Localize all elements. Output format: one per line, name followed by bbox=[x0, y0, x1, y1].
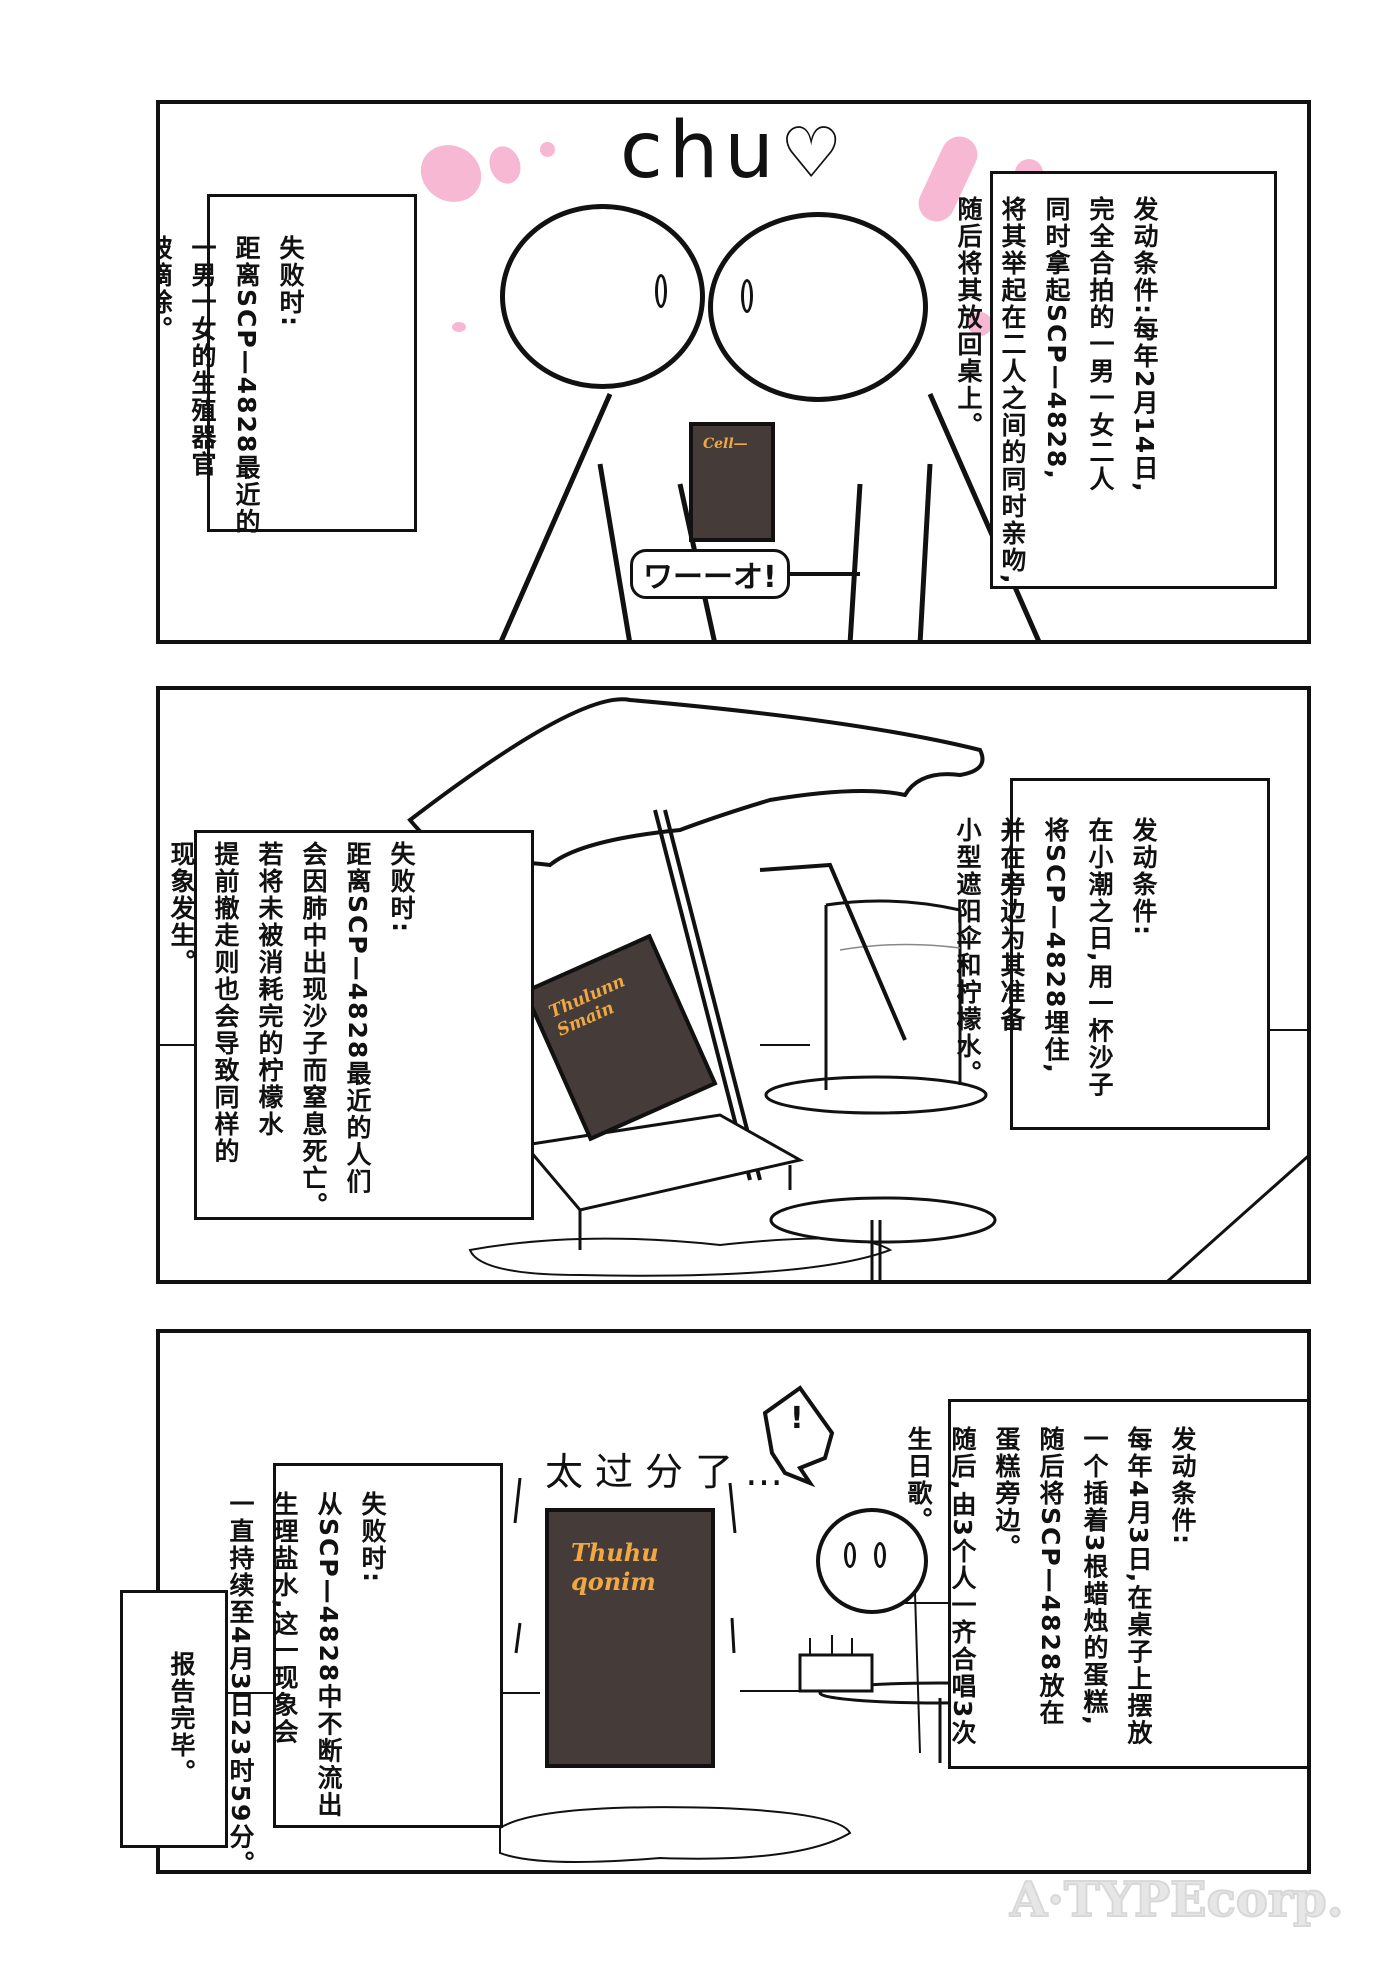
character-head-left bbox=[500, 204, 705, 389]
eye bbox=[844, 1542, 856, 1568]
kiss-sound-effect: chu♡ bbox=[620, 106, 849, 196]
activation-condition-text: 发动条件:在小潮之日,用一杯沙子将SCP—4828埋住,并在旁边为其准备小型遮阳… bbox=[953, 817, 1158, 1099]
character-head-right bbox=[708, 212, 928, 402]
failure-condition-box: 失败时:从SCP—4828中不断流出生理盐水,这一现象会一直持续至4月3日23时… bbox=[226, 1463, 503, 1870]
activation-condition-box: 发动条件:在小潮之日,用一杯沙子将SCP—4828埋住,并在旁边为其准备小型遮阳… bbox=[953, 778, 1270, 1130]
failure-condition-box: 失败时:距离SCP—4828最近的一男一女的生殖器官被摘除。 bbox=[160, 194, 417, 535]
beach-scene-lines bbox=[160, 697, 1307, 1280]
failure-condition-text: 失败时:距离SCP—4828最近的人们会因肺中出现沙子而窒息死亡。若将未被消耗完… bbox=[167, 841, 416, 1219]
activation-condition-text: 发动条件:每年2月14日,完全合拍的一男一女二人同时拿起SCP—4828,将其举… bbox=[954, 196, 1159, 586]
exclamation-mark: ! bbox=[790, 1401, 804, 1436]
comic-panel-2: Thulunn Smain 失败时:距离SCP—4828最近的人们会因肺中出现沙… bbox=[156, 686, 1311, 1284]
activation-condition-text: 发动条件:每年4月3日,在桌子上摆放一个插着3根蜡烛的蛋糕,随后将SCP—482… bbox=[904, 1426, 1197, 1747]
activation-condition-box: 发动条件:每年4月3日,在桌子上摆放一个插着3根蜡烛的蛋糕,随后将SCP—482… bbox=[904, 1399, 1307, 1769]
report-end-box: 报告完毕。 bbox=[120, 1590, 228, 1848]
kiss-text: chu bbox=[620, 106, 780, 196]
scp-4828-book: Thuhu qonim bbox=[545, 1508, 715, 1768]
character-head bbox=[816, 1508, 928, 1614]
activation-condition-box: 发动条件:每年2月14日,完全合拍的一男一女二人同时拿起SCP—4828,将其举… bbox=[954, 171, 1277, 589]
failure-condition-box: 失败时:距离SCP—4828最近的人们会因肺中出现沙子而窒息死亡。若将未被消耗完… bbox=[167, 830, 534, 1220]
comic-panel-3: ! 太过分了… Thuhu qonim 失败时:从SCP—4828中不断流出生理… bbox=[156, 1329, 1311, 1874]
comic-panel-1: chu♡ Cell— ワーーオ! 失败时:距离SCP—4828最近的一男一女的生… bbox=[156, 100, 1311, 644]
pink-blush-dot bbox=[968, 312, 992, 336]
book-cover-title: Cell— bbox=[703, 436, 748, 452]
cheer-sound-effect: ワーーオ! bbox=[630, 549, 790, 599]
cheer-text: ワーーオ! bbox=[643, 560, 777, 595]
heart-icon: ♡ bbox=[779, 112, 849, 194]
eye bbox=[741, 279, 753, 313]
pink-blush-dot bbox=[540, 142, 555, 157]
failure-condition-text: 失败时:从SCP—4828中不断流出生理盐水,这一现象会一直持续至4月3日23时… bbox=[226, 1491, 387, 1874]
publisher-watermark: A·TYPEcorp. bbox=[1009, 1871, 1344, 1929]
scp-4828-book: Cell— bbox=[689, 422, 775, 542]
book-cover-title: Thuhu qonim bbox=[571, 1538, 659, 1596]
eye bbox=[874, 1542, 886, 1568]
report-end-text: 报告完毕。 bbox=[167, 1651, 196, 1786]
eye bbox=[655, 274, 667, 308]
pink-blush-dot bbox=[452, 322, 466, 332]
failure-condition-text: 失败时:距离SCP—4828最近的一男一女的生殖器官被摘除。 bbox=[156, 235, 305, 536]
speech-text: 太过分了… bbox=[545, 1450, 796, 1494]
